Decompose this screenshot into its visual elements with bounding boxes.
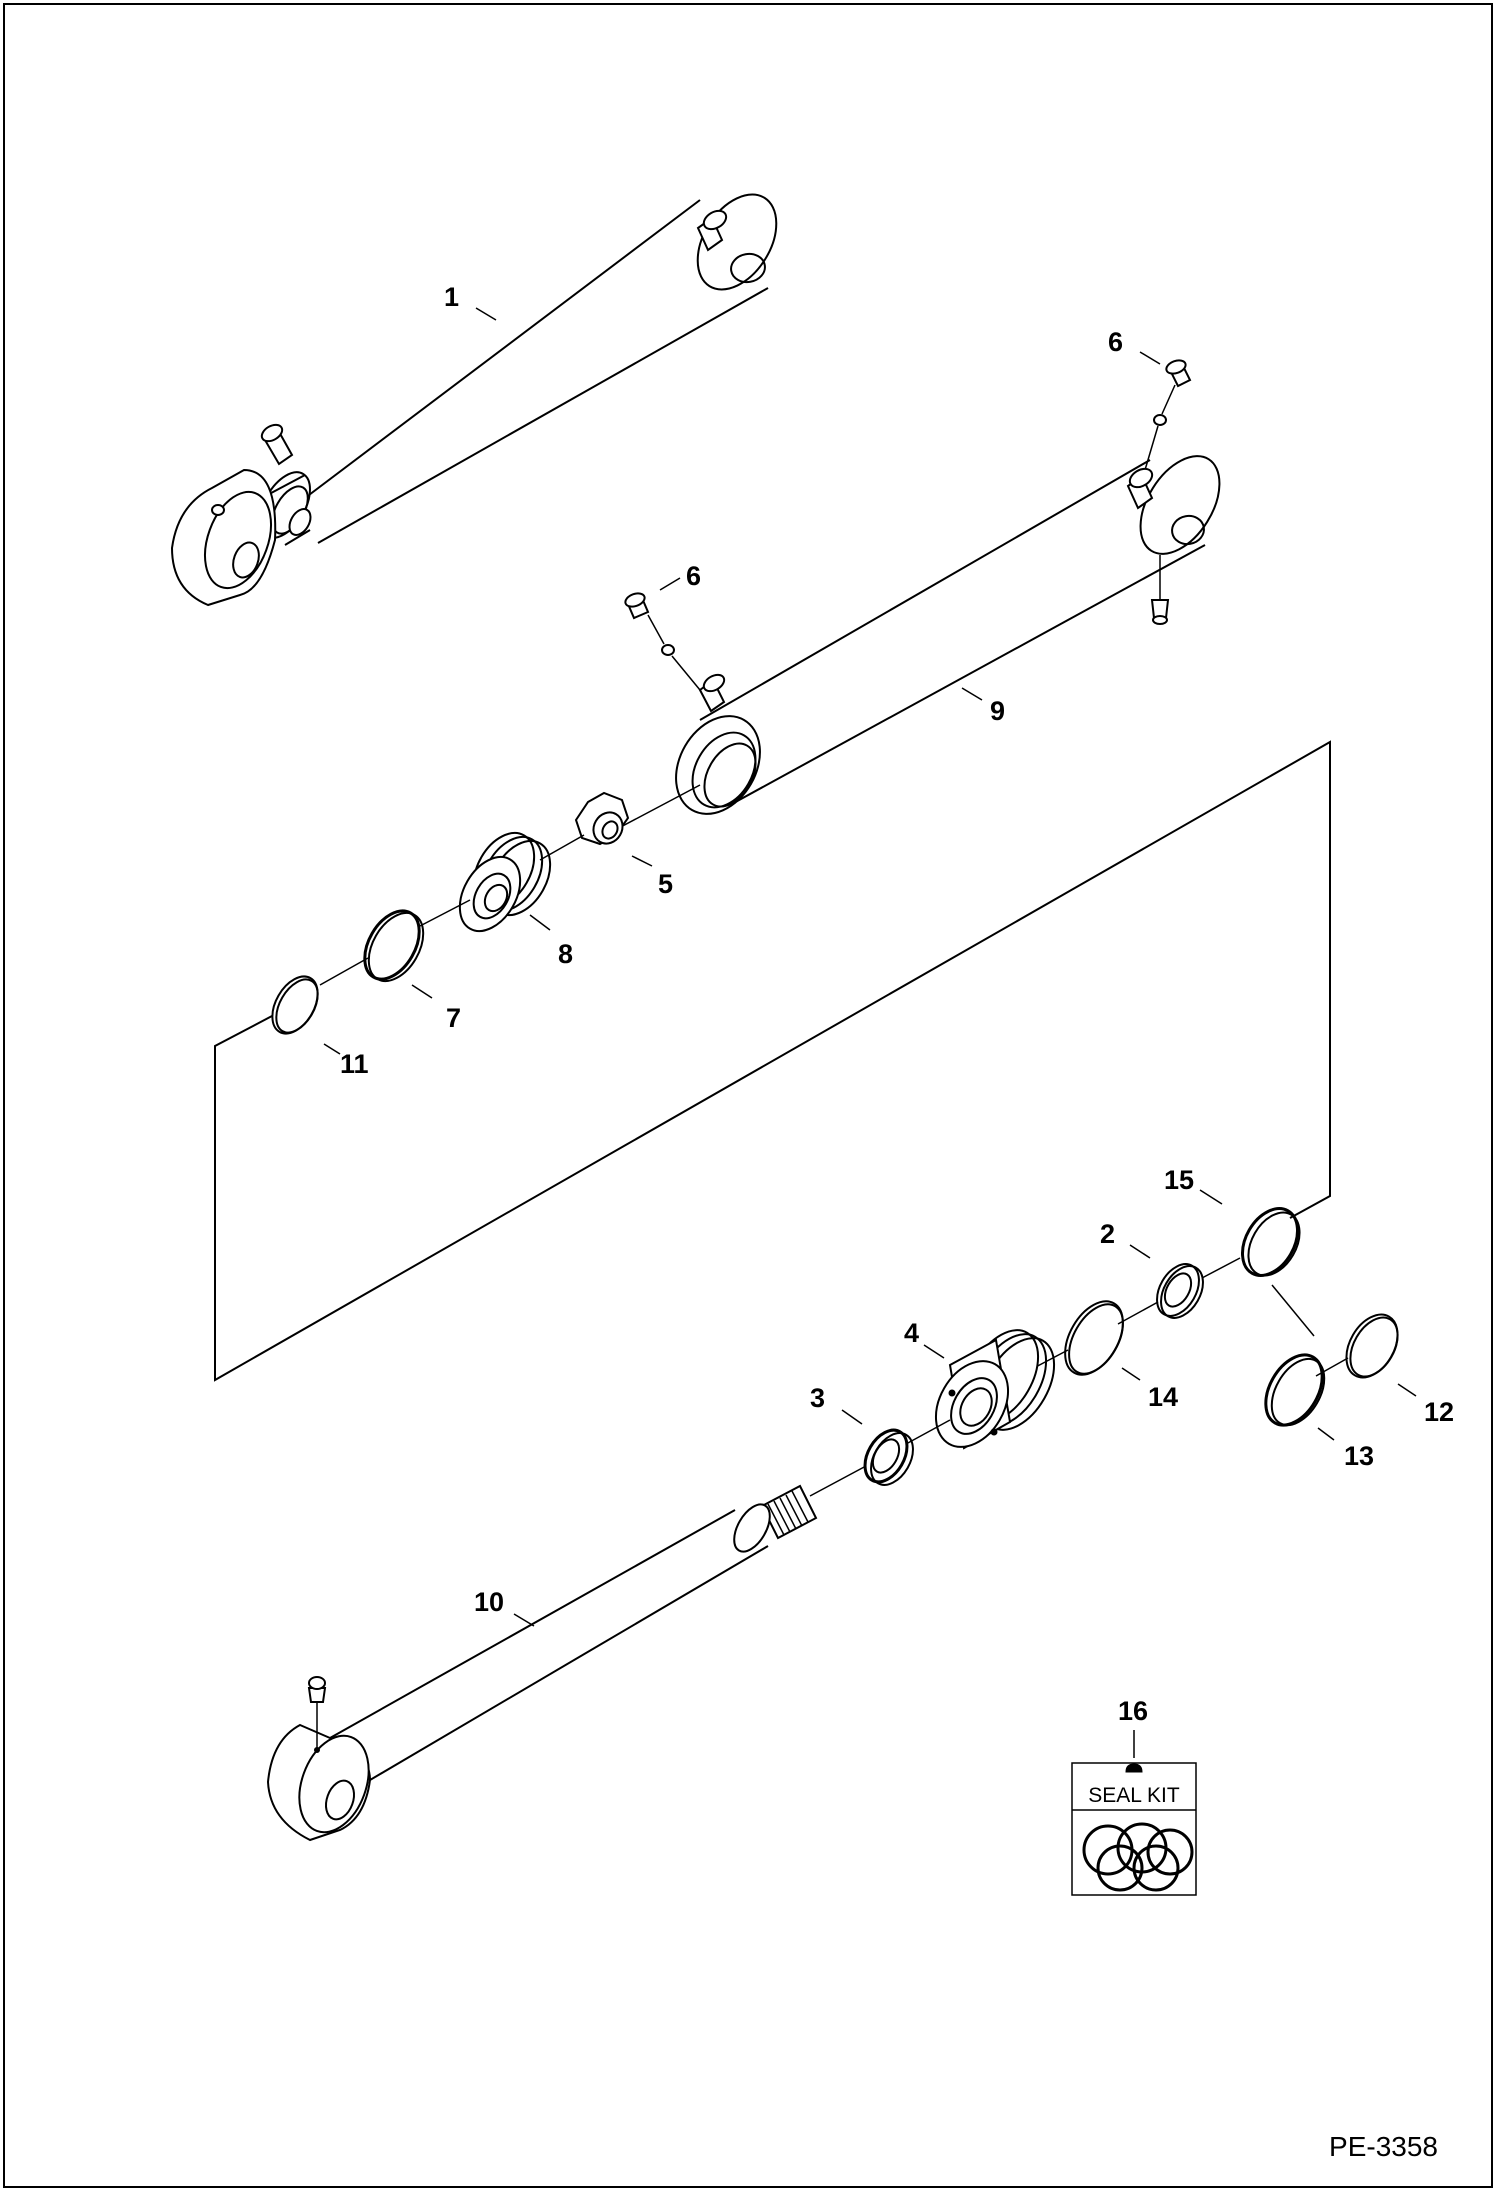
cylinder-head: [934, 1329, 1056, 1450]
leader-5: [631, 855, 653, 867]
leader-2: [1129, 1244, 1151, 1259]
centerline-4: [319, 957, 369, 986]
leader-1: [475, 307, 497, 321]
leader-6-upper: [1139, 351, 1161, 365]
leader-6-lower: [659, 577, 681, 591]
callout-7: 7: [446, 1003, 461, 1033]
callout-1: 1: [444, 282, 459, 312]
callout-3: 3: [810, 1383, 825, 1413]
leader-7: [411, 984, 433, 999]
callout-9: 9: [990, 696, 1005, 726]
centerline-9: [905, 1419, 951, 1445]
leader-15: [1199, 1189, 1223, 1205]
piston-nut: [574, 791, 630, 846]
callout-16: 16: [1118, 1696, 1148, 1726]
callout-10: 10: [474, 1587, 504, 1617]
drawing-border: [3, 3, 1493, 2188]
centerline-3: [419, 899, 471, 927]
o-ring-14: [1064, 1300, 1124, 1376]
assembly-link-frame: [214, 740, 1331, 1382]
seal-kit-label: SEAL KIT: [1088, 1784, 1180, 1807]
callout-11: 11: [340, 1049, 369, 1079]
leader-12: [1397, 1383, 1417, 1397]
callout-6-upper: 6: [1108, 327, 1123, 357]
leader-4: [923, 1344, 945, 1359]
centerline-5: [1201, 1257, 1241, 1279]
callout-14: 14: [1148, 1382, 1178, 1412]
rod-wiper: [1156, 1263, 1204, 1319]
plug-fitting-lower: [624, 592, 701, 691]
callout-4: 4: [904, 1318, 919, 1348]
seal-kit: SEAL KIT: [1071, 1730, 1197, 1896]
callout-12: 12: [1424, 1397, 1454, 1427]
rod-seal: [863, 1428, 914, 1486]
centerline-upper: [614, 784, 701, 831]
centerline-10: [809, 1465, 867, 1497]
leader-14: [1121, 1367, 1141, 1381]
piston: [458, 832, 552, 932]
leader-8: [529, 914, 551, 931]
leader-9: [961, 687, 983, 701]
callout-13: 13: [1344, 1441, 1374, 1471]
piston-rod: [266, 1484, 818, 1842]
backup-ring-12: [1345, 1313, 1399, 1379]
leader-13: [1317, 1427, 1335, 1441]
centerline-2: [539, 834, 585, 861]
o-ring-13: [1264, 1353, 1326, 1427]
figure-id: PE-3358: [1329, 2131, 1438, 2162]
o-ring-15: [1241, 1207, 1301, 1277]
centerline-6: [1117, 1301, 1159, 1325]
piston-seal: [363, 909, 425, 983]
leader-15-to-12-13: [1271, 1284, 1315, 1337]
plug-fitting-upper: [1144, 359, 1192, 471]
leader-10: [513, 1613, 535, 1627]
callout-2: 2: [1100, 1219, 1115, 1249]
callout-15: 15: [1164, 1165, 1194, 1195]
callout-8: 8: [558, 939, 573, 969]
callout-5: 5: [658, 869, 673, 899]
o-ring-11: [271, 975, 319, 1035]
leader-11: [323, 1043, 341, 1055]
barrel: [675, 455, 1221, 815]
callout-6-lower: 6: [686, 561, 701, 591]
leader-3: [841, 1409, 863, 1425]
assembled-cylinder: [170, 193, 778, 607]
